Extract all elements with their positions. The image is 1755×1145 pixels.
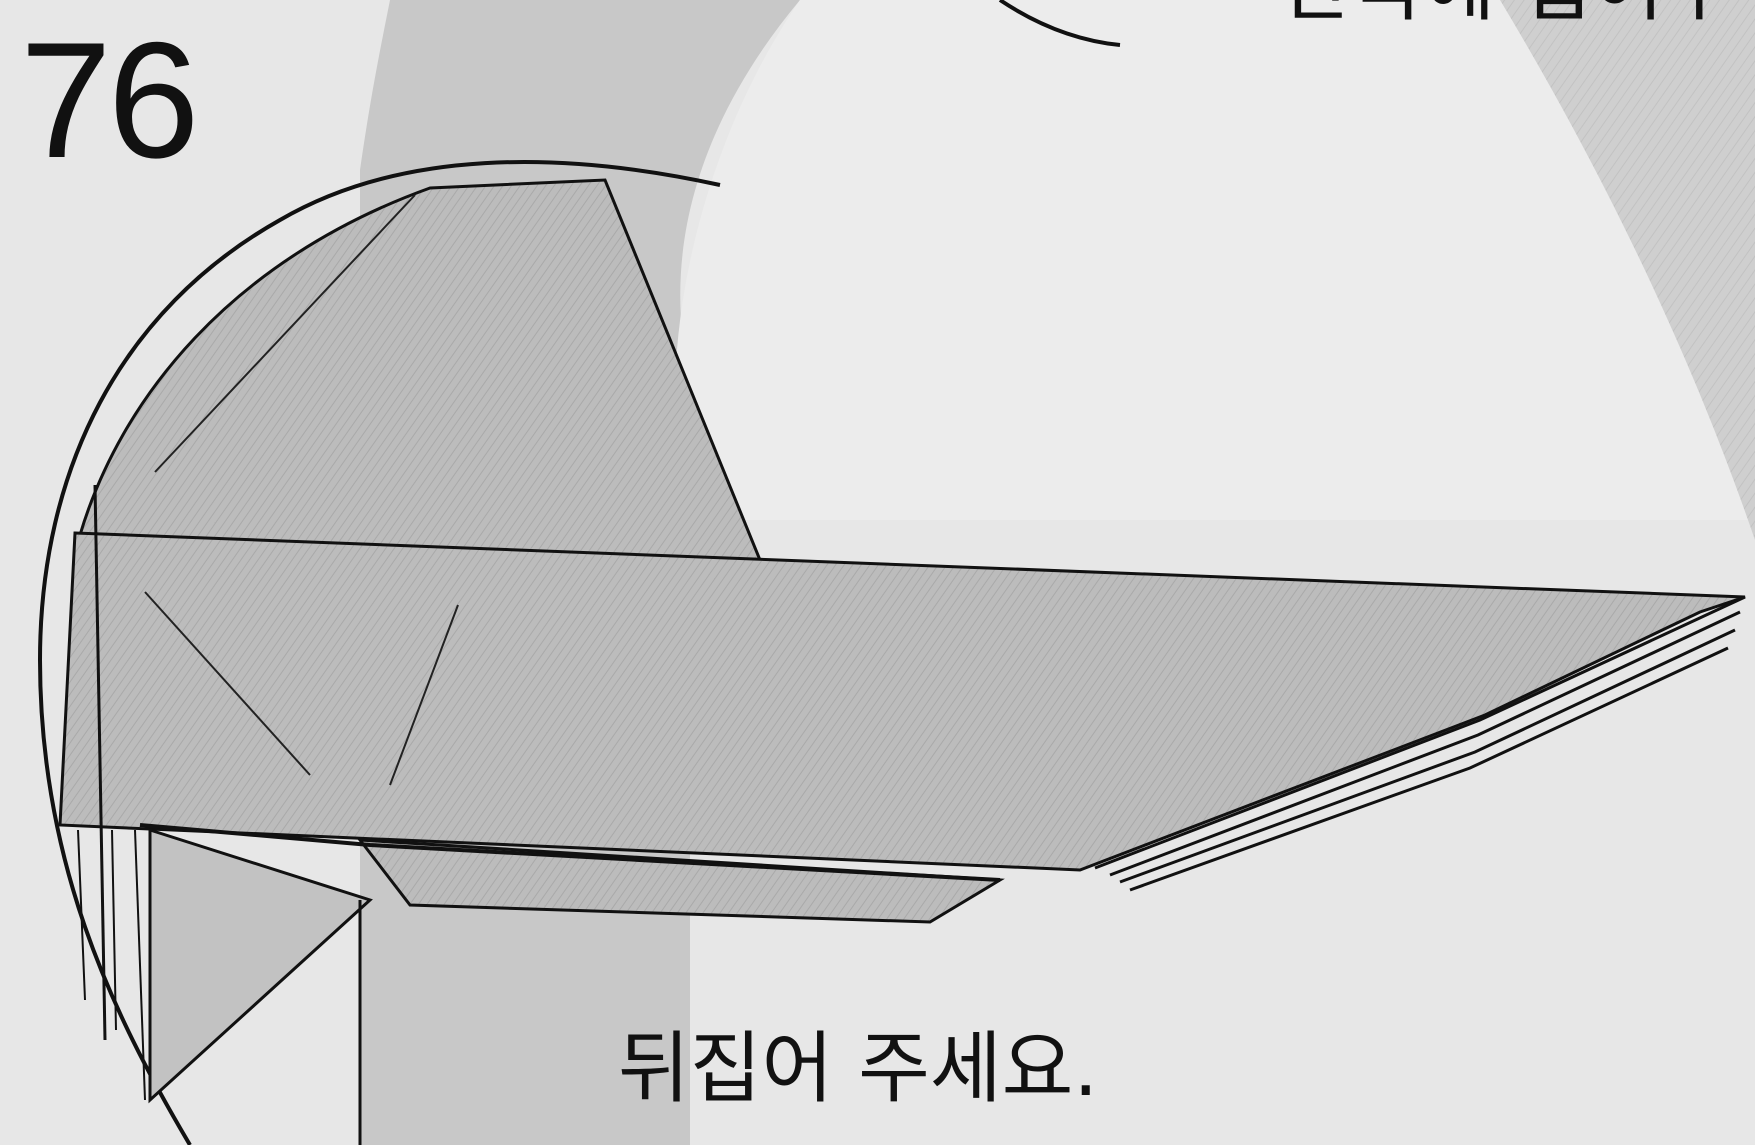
step-number: 76 [20, 8, 200, 192]
left-edge-3 [111, 829, 117, 1031]
shaded-corner [1500, 0, 1755, 540]
zoom-circle [37, 160, 721, 1145]
lower-left-panel [148, 827, 373, 1104]
body-crease-1 [144, 591, 311, 776]
left-edge-1 [93, 484, 107, 1041]
body-crease-2 [389, 604, 459, 786]
light-paper-area [674, 0, 1755, 520]
layer-line-2 [1109, 610, 1741, 877]
left-edge-4 [134, 829, 146, 1101]
left-edge-2 [77, 829, 86, 1001]
layer-line-1 [1094, 595, 1746, 870]
upper-flap [78, 178, 763, 562]
top-instruction-text: 반쪽에 접어주 [1280, 0, 1735, 26]
layer-line-4 [1129, 646, 1729, 892]
arrow-arc [998, 0, 1121, 47]
layer-line-3 [1119, 628, 1736, 884]
bottom-instruction-text: 뒤집어 주세요. [618, 1024, 1099, 1114]
flap-crease [154, 194, 416, 473]
bottom-edge-line [139, 823, 1001, 882]
